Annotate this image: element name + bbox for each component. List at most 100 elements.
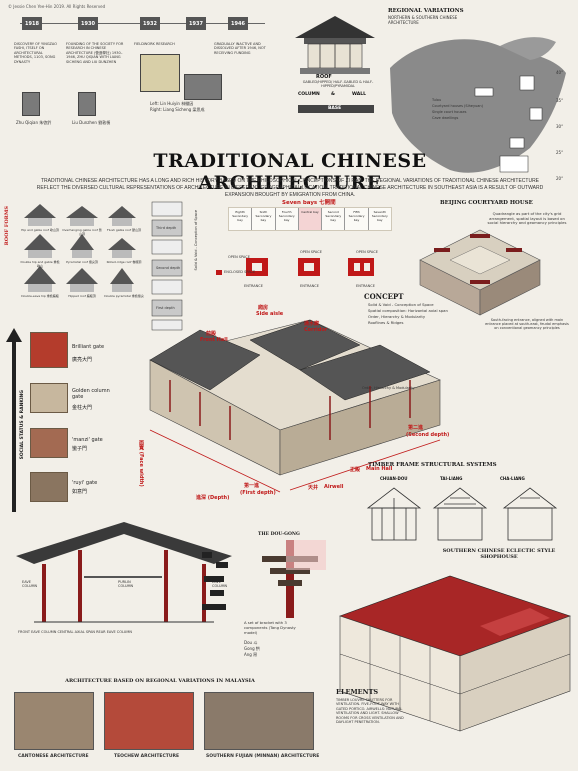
caption-liu: Liu Dunzhen 劉敦楨 <box>72 120 111 125</box>
roof-label: Double-eave hip 重檐廡殿 <box>21 294 59 298</box>
elements-text: Timber louvre shutters for ventilation. … <box>336 698 404 725</box>
hall-column-label: COLUMN <box>298 92 320 97</box>
depth-stack-diagram <box>151 201 183 331</box>
depth-first: First depth <box>156 306 175 310</box>
gate-label-zh: 如意門 <box>72 489 88 495</box>
elevation-bottom-label: FRONT EAVE COLUMN CENTRAL AXIAL SPAN REA… <box>18 630 132 634</box>
timeline-year: 1937 <box>186 17 206 30</box>
hall-axonometric <box>149 319 441 493</box>
hall-amp-label: & <box>331 92 335 97</box>
enclosed-legend-swatch <box>216 270 222 275</box>
gate-label-en: Brilliant gate <box>72 344 105 350</box>
status-arrow-head <box>6 328 22 342</box>
depth-label: 進深 (Depth) <box>196 495 230 501</box>
gate-image-brilliant <box>30 332 68 368</box>
portrait-zhu <box>22 92 40 116</box>
shophouse-title: SOUTHERN CHINESE ECLECTIC STYLE SHOPHOUS… <box>442 548 556 560</box>
bracket-components <box>202 552 228 610</box>
hall-base-label: BASE <box>328 106 342 111</box>
gate-label-en: Golden column gate <box>72 388 110 400</box>
courtyard-axonometric <box>419 229 541 316</box>
front-hall-zh: 前殿 <box>206 331 217 337</box>
china-map <box>390 37 566 173</box>
eave-column-label: EAVE COLUMN <box>22 580 38 588</box>
timber-title: TIMBER FRAME STRUCTURAL SYSTEMS <box>368 462 497 468</box>
face-width-label: 面寬 (Face width) <box>138 440 144 487</box>
timeline-text: Fieldwork research <box>134 42 175 46</box>
social-status-label: SOCIAL STATUS & RANKING <box>20 390 25 460</box>
depth-second: Second depth <box>156 266 181 270</box>
dougong-desc: A set of bracket with 3 components (Tang… <box>244 620 296 635</box>
timeline-year: 1918 <box>22 17 42 30</box>
side-aisle-zh: 廂房 <box>258 305 269 311</box>
gate-image-golden <box>30 383 68 413</box>
roof-label: Rolled-ridge roof 卷棚頂 <box>106 260 142 264</box>
regional-subtitle: NORTHERN & SOUTHERN CHINESE ARCHITECTURE <box>388 15 458 25</box>
hall-elevation-diagram <box>295 16 375 74</box>
first-depth-label: (First depth) <box>240 490 276 496</box>
dougong-part: Ang 昂 <box>244 652 258 657</box>
teochew-image <box>104 692 194 750</box>
gate-label-zh: 金柱大門 <box>72 405 93 411</box>
dougong-part: Gong 拱 <box>244 646 260 651</box>
legend-item: Single court houses <box>432 110 467 114</box>
timber-system: CHUAN-DOU <box>380 476 408 481</box>
side-aisle-label: Side aisle <box>256 311 284 317</box>
section-elevation <box>16 522 232 623</box>
fieldwork-drawing <box>140 54 180 92</box>
courtyard-desc2: South-facing entrance, aligned with main… <box>485 318 569 331</box>
roof-label: Flush gable roof 硬山頂 <box>106 228 141 232</box>
roof-label: Double pyramidal 重檐攢尖 <box>104 294 144 298</box>
elements-title: ELEMENTS <box>336 688 379 696</box>
second-depth-label: (Second depth) <box>406 432 450 438</box>
hall-base-bar <box>298 105 374 113</box>
gate-image-manzi <box>30 428 68 458</box>
concept-item: Solid & Void - Conception of Space <box>368 302 434 307</box>
cantonese-image <box>14 692 94 750</box>
timeline-text: Gradually inactive and dissolved after 1… <box>214 42 266 55</box>
timeline-year: 1946 <box>228 17 248 30</box>
hall-wall-label: WALL <box>352 92 366 97</box>
open-space-label: OPEN SPACE <box>300 250 322 254</box>
bay-cell: Seventh Secondary bay <box>371 210 388 222</box>
front-hall-label: Front Hall <box>200 337 228 343</box>
portrait-liu <box>78 92 96 116</box>
depth-third: Third depth <box>156 226 177 230</box>
timeline-text: Discovery of YINGZAO FASHI, itself on ar… <box>14 42 58 64</box>
timeline-year: 1930 <box>78 17 98 30</box>
space-diagrams <box>246 258 374 276</box>
main-hall-label: Main Hall <box>366 466 393 472</box>
roof-label: Double hip and gable 重檐歇山 <box>20 260 60 268</box>
caption-left: Left: Lin Huiyin 林徽因 <box>150 101 194 106</box>
roof-label: Pyramidal roof 攢尖頂 <box>66 260 98 264</box>
shophouse-axonometric <box>339 575 571 732</box>
legend-item: Courtyard houses (Siheyuan) <box>432 104 483 108</box>
malaysia-title: ARCHITECTURE BASED ON REGIONAL VARIATION… <box>65 678 255 684</box>
seven-bays-title: Seven bays 七開間 <box>282 200 336 206</box>
malaysia-caption: CANTONESE ARCHITECTURE <box>18 754 89 759</box>
first-depth-zh: 第一進 <box>244 483 260 489</box>
latitude-label: 35° <box>556 98 564 103</box>
bay-cell: Fifth Secondary bay <box>345 208 369 230</box>
roof-forms-title: ROOF FORMS <box>4 206 10 246</box>
purlin-column-label: PURLIN COLUMN <box>118 580 134 588</box>
main-hall-zh: 正殿 <box>350 467 361 473</box>
roof-label: Overhanging gable roof 懸山頂 <box>62 228 102 236</box>
roof-label: Hipped roof 廡殿頂 <box>68 294 96 298</box>
second-depth-zh: 第二進 <box>408 425 424 431</box>
airwell-label: Airwell <box>324 484 344 490</box>
timeline-text: Founding of the Society for Research in … <box>66 42 124 64</box>
open-space-label: OPEN SPACE <box>356 250 378 254</box>
entrance-label: ENTRANCE <box>356 284 375 288</box>
concept-item: Rooflines & Ridges <box>368 320 404 325</box>
courtyard-desc: Quadrangle as part of the city's grid ar… <box>487 211 567 226</box>
gate-label-en: 'ruyi' gate <box>72 480 98 486</box>
enclosed-space-label: ENCLOSED SPACE <box>224 270 256 274</box>
latitude-label: 20° <box>556 176 564 181</box>
bay-cell: Second Secondary bay <box>322 208 346 230</box>
corridor-label: Corridor <box>304 327 328 333</box>
courtyard-title: BEIJING COURTYARD HOUSE <box>440 200 533 206</box>
malaysia-caption: SOUTHERN FUJIAN (MINNAN) ARCHITECTURE <box>206 754 320 759</box>
timeline-year: 1932 <box>140 17 160 30</box>
dougong-part: Dou 斗 <box>244 640 258 645</box>
